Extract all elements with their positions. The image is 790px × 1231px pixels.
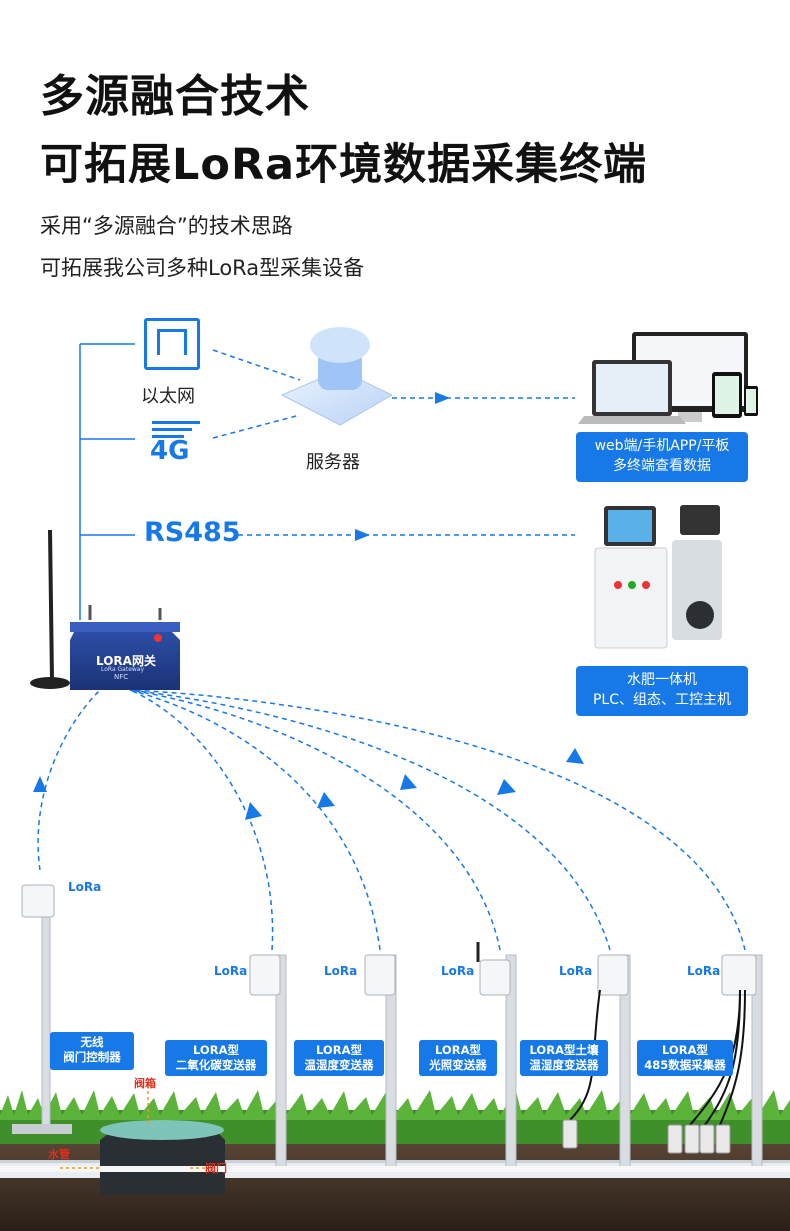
g4-label: 4G [150, 436, 190, 466]
lora-tag-light: LoRa [441, 964, 475, 978]
water-pipe-label: 水管 [48, 1148, 70, 1161]
device-485-line1: LORA型 [662, 1043, 708, 1057]
signal-bar-1 [152, 421, 200, 424]
device-co2-line2: 二氧化碳变送器 [175, 1058, 257, 1072]
subtitle-line2: 可拓展我公司多种LoRa型采集设备 [40, 256, 365, 280]
pole-base [12, 1124, 72, 1134]
page-title-line2: 可拓展LoRa环境数据采集终端 [40, 140, 648, 190]
device-box-co2: LORA型 二氧化碳变送器 [165, 1040, 267, 1076]
soil-probes [562, 1119, 731, 1154]
lora-tag-485: LoRa [687, 964, 721, 978]
gateway-label: LORA网关 [96, 654, 156, 668]
device-valve-line2: 阀门控制器 [63, 1050, 121, 1064]
lora-arcs [37, 689, 746, 951]
web-endpoint-line1: web端/手机APP/平板 [594, 438, 730, 454]
plc-endpoint-box: 水肥一体机 PLC、组态、工控主机 [576, 666, 748, 716]
cabinet-graphic [594, 505, 722, 649]
arc-arrows [33, 748, 584, 820]
lora-tag-temp: LoRa [324, 964, 358, 978]
device-valve-line1: 无线 [80, 1035, 104, 1049]
rs485-label: RS485 [144, 517, 241, 548]
device-temp-line1: LORA型 [316, 1043, 362, 1057]
device-box-light: LORA型 光照变送器 [419, 1040, 497, 1076]
page-title-line1: 多源融合技术 [40, 71, 310, 122]
subtitle-line1: 采用“多源融合”的技术思路 [40, 214, 293, 238]
web-endpoint-line2: 多终端查看数据 [613, 458, 711, 474]
device-soil-line2: 温湿度变送器 [529, 1058, 599, 1072]
device-box-valve: 无线 阀门控制器 [50, 1032, 134, 1070]
device-light-line2: 光照变送器 [429, 1058, 487, 1072]
plc-endpoint-line1: 水肥一体机 [627, 672, 697, 688]
gateway-graphic [30, 529, 180, 690]
gateway-sublabel: LoRa Gateway [101, 666, 145, 673]
signal-bar-3 [152, 435, 184, 438]
device-soil-line1: LORA型土壤 [529, 1043, 599, 1057]
device-box-485: LORA型 485数据采集器 [637, 1040, 733, 1076]
lora-tag-co2: LoRa [214, 964, 248, 978]
gateway-nfc: NFC [114, 673, 129, 681]
bus-lines [79, 343, 135, 620]
link-arrows [355, 392, 450, 541]
ethernet-label: 以太网 [141, 386, 195, 407]
device-temp-line2: 温湿度变送器 [304, 1058, 374, 1072]
lora-tag-valve: LoRa [68, 880, 102, 894]
ethernet-icon [144, 318, 200, 370]
web-endpoint-box: web端/手机APP/平板 多终端查看数据 [576, 432, 748, 482]
plc-endpoint-line2: PLC、组态、工控主机 [592, 692, 732, 708]
server-label: 服务器 [306, 452, 360, 473]
signal-bar-2 [152, 428, 192, 431]
valve-label: 阀门 [205, 1162, 227, 1175]
device-co2-line1: LORA型 [193, 1043, 239, 1057]
devices-graphic [578, 332, 758, 424]
sensor-boxes [21, 884, 757, 996]
device-box-soil: LORA型土壤 温湿度变送器 [520, 1040, 608, 1076]
server-graphic [280, 327, 394, 426]
device-485-line2: 485数据采集器 [644, 1058, 726, 1072]
dashed-links [212, 349, 575, 536]
valve-box-graphic [0, 1120, 790, 1195]
device-light-line1: LORA型 [435, 1043, 481, 1057]
lora-tag-soil: LoRa [559, 964, 593, 978]
valve-dashed-markers [60, 1085, 210, 1169]
valve-box-label: 阀箱 [134, 1077, 156, 1090]
device-box-temp: LORA型 温湿度变送器 [294, 1040, 384, 1076]
